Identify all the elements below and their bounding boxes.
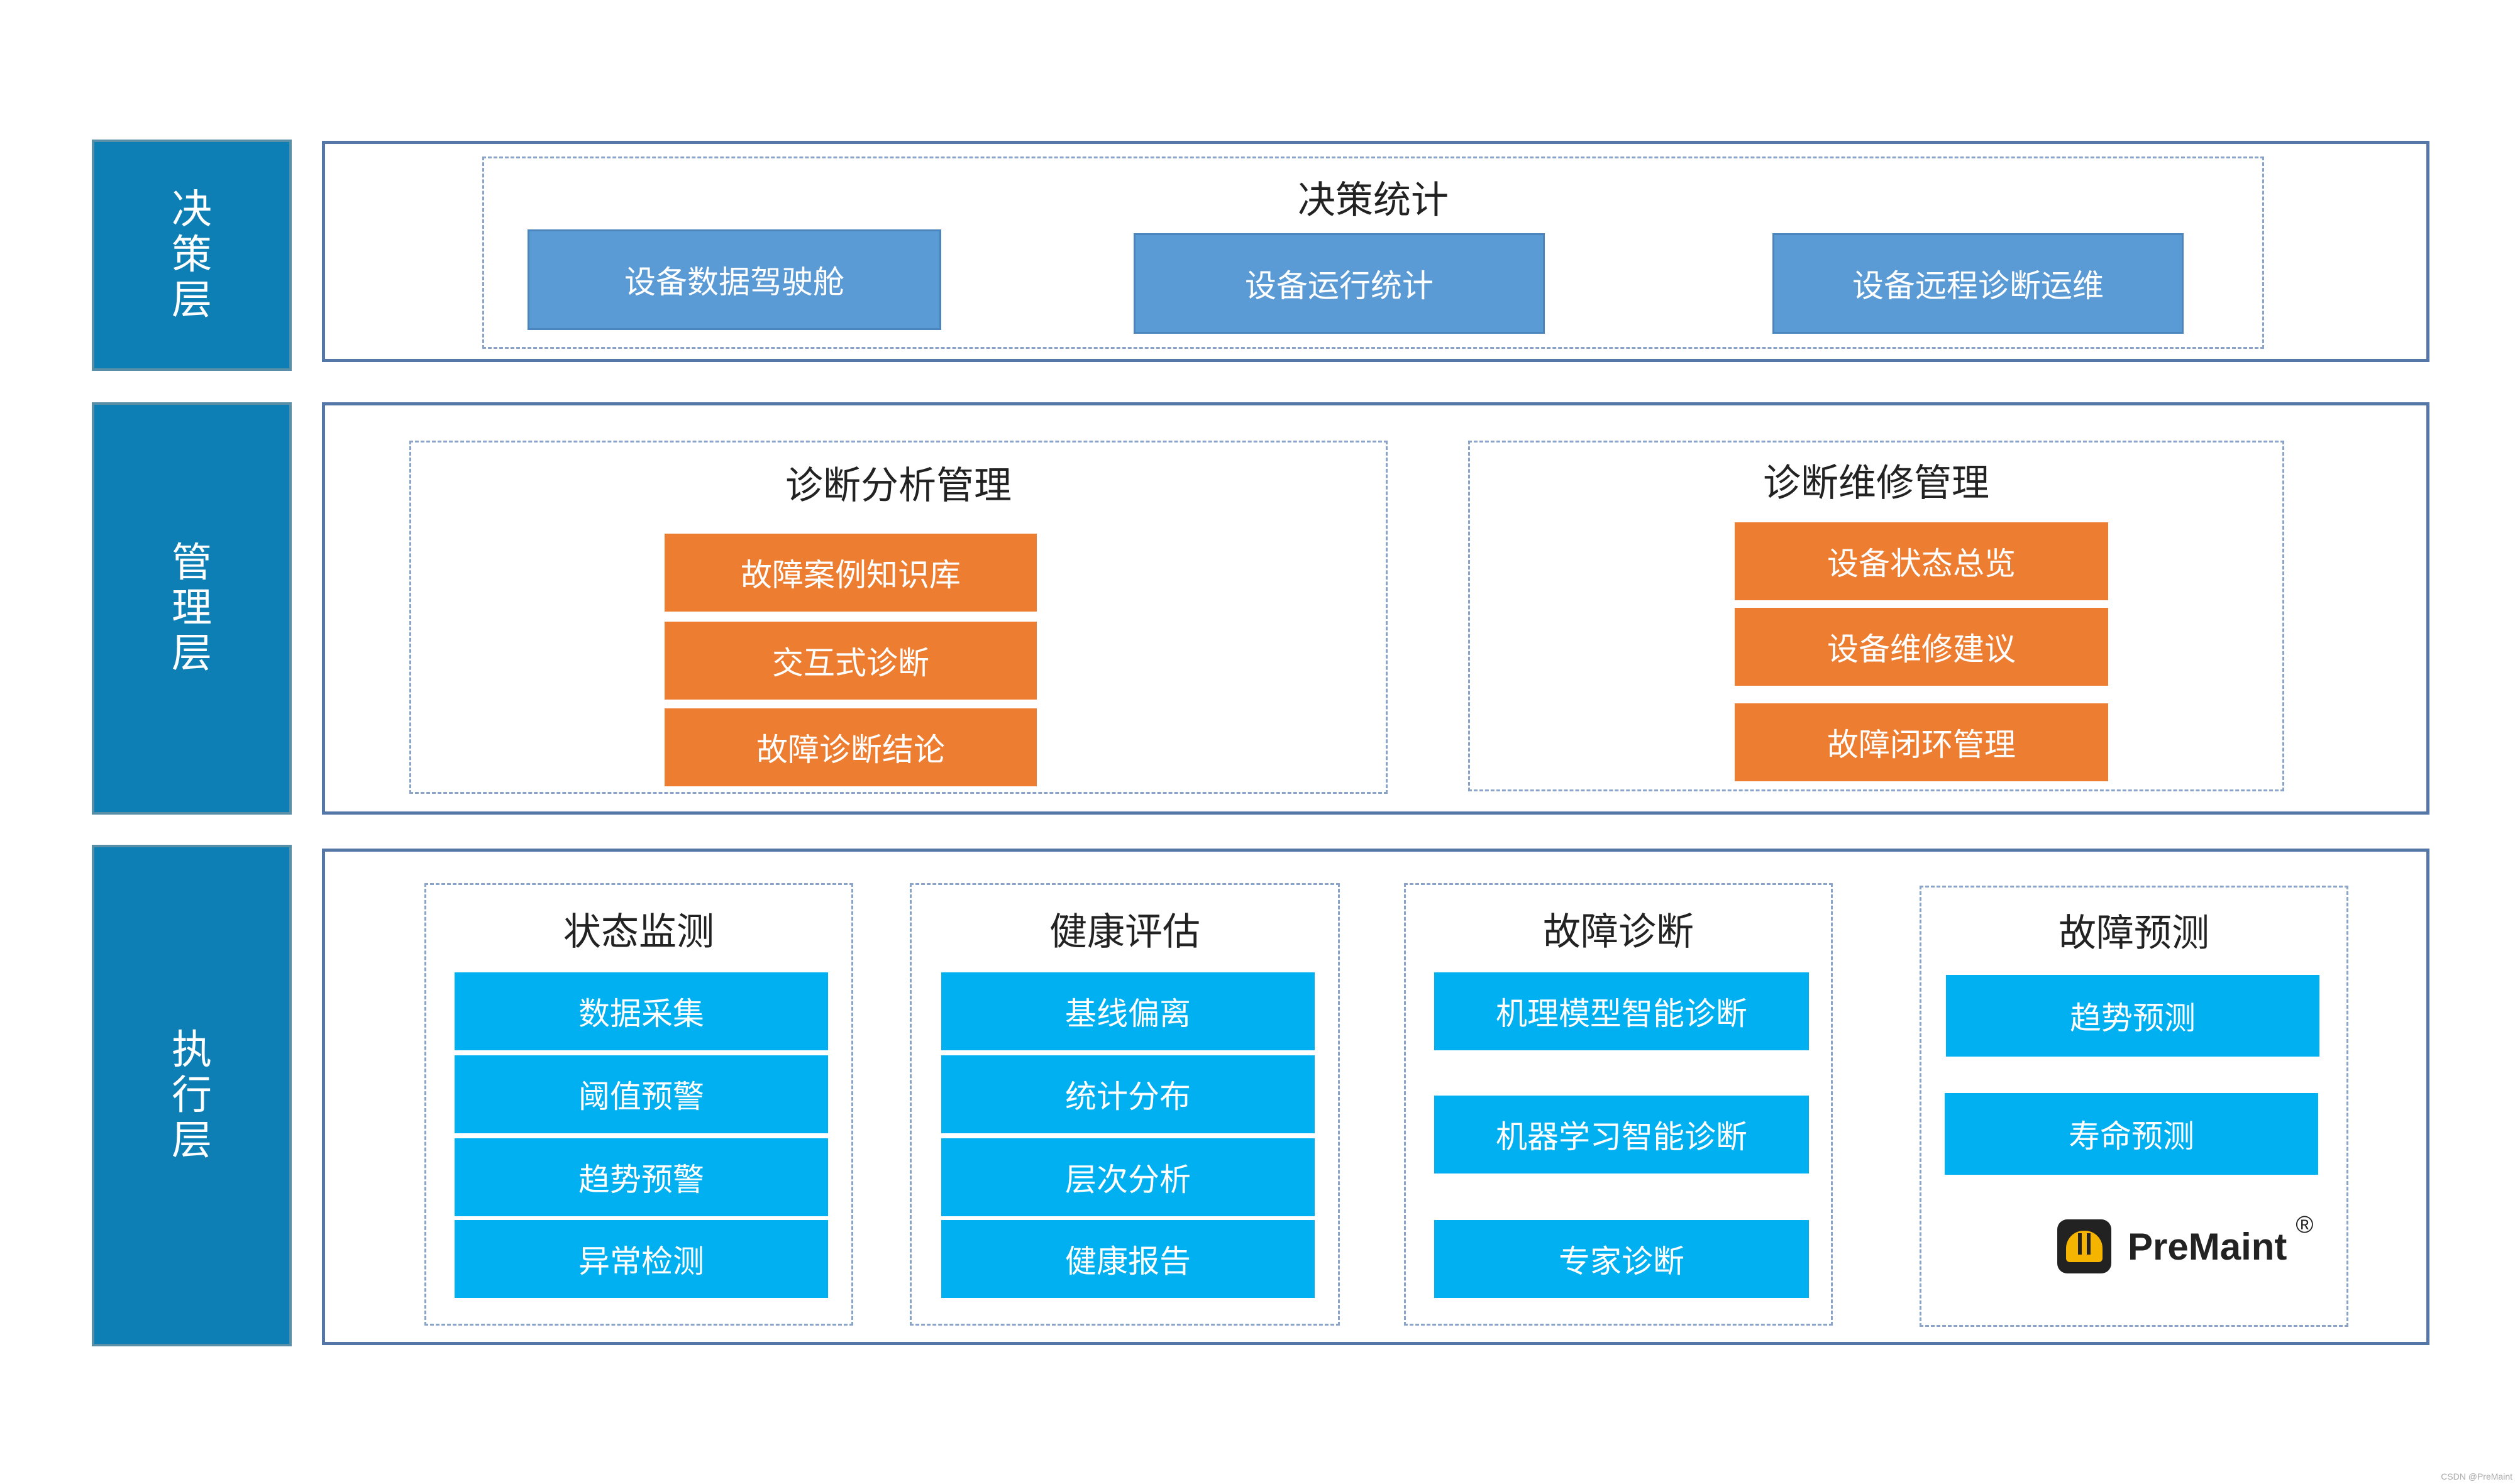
module-box[interactable]: 趋势预测 [1946, 975, 2319, 1057]
group-health-assessment: 健康评估 [910, 883, 1340, 1326]
module-box[interactable]: 层次分析 [941, 1138, 1315, 1216]
module-box[interactable]: 寿命预测 [1945, 1093, 2318, 1175]
logo-text: PreMaint [2128, 1225, 2287, 1268]
module-box[interactable]: 设备远程诊断运维 [1772, 233, 2184, 334]
group-decision-statistics: 决策统计 [482, 157, 2264, 349]
registered-mark: ® [2296, 1211, 2314, 1238]
module-box[interactable]: 专家诊断 [1434, 1220, 1809, 1298]
group-title: 状态监测 [563, 910, 714, 954]
premaint-logo: PreMaint ® [2057, 1212, 2313, 1273]
module-box[interactable]: 设备维修建议 [1735, 608, 2108, 686]
module-box[interactable]: 基线偏离 [941, 972, 1315, 1050]
module-box[interactable]: 异常检测 [455, 1220, 828, 1298]
management-layer-label: 管理层 [92, 402, 292, 815]
management-layer-label-text: 管理层 [172, 540, 212, 677]
watermark: CSDN @PreMaint [2441, 1471, 2512, 1481]
module-box[interactable]: 统计分布 [941, 1055, 1315, 1133]
group-diagnosis-maintenance-management: 诊断维修管理 [1468, 441, 2284, 791]
hard-hat-icon [2057, 1219, 2111, 1273]
group-title: 诊断维修管理 [1763, 461, 1989, 505]
execution-layer-label: 执行层 [92, 845, 292, 1346]
group-title: 故障诊断 [1543, 910, 1694, 954]
group-title: 健康评估 [1049, 910, 1200, 954]
module-box[interactable]: 交互式诊断 [665, 622, 1037, 700]
management-layer-panel: 诊断分析管理 故障案例知识库 交互式诊断 故障诊断结论 诊断维修管理 设备状态总… [322, 402, 2429, 815]
group-title: 故障预测 [2059, 911, 2209, 955]
group-title: 诊断分析管理 [785, 464, 1012, 508]
execution-layer-panel: 状态监测 数据采集 阈值预警 趋势预警 异常检测 健康评估 基线偏离 统计分布 … [322, 849, 2429, 1345]
group-title: 决策统计 [1298, 179, 1449, 223]
module-box[interactable]: 数据采集 [455, 972, 828, 1050]
module-box[interactable]: 设备数据驾驶舱 [528, 229, 941, 330]
group-condition-monitoring: 状态监测 [424, 883, 853, 1326]
module-box[interactable]: 故障闭环管理 [1735, 703, 2108, 781]
decision-layer-label-text: 决策层 [172, 187, 212, 324]
module-box[interactable]: 阈值预警 [455, 1055, 828, 1133]
module-box[interactable]: 设备运行统计 [1134, 233, 1545, 334]
group-fault-prediction: 故障预测 [1920, 886, 2348, 1327]
module-box[interactable]: 设备状态总览 [1735, 522, 2108, 600]
module-box[interactable]: 趋势预警 [455, 1138, 828, 1216]
execution-layer-label-text: 执行层 [172, 1027, 212, 1164]
group-diagnosis-analysis-management: 诊断分析管理 [409, 441, 1388, 794]
module-box[interactable]: 健康报告 [941, 1220, 1315, 1298]
group-fault-diagnosis: 故障诊断 [1404, 883, 1833, 1326]
decision-layer-panel: 决策统计 设备数据驾驶舱 设备运行统计 设备远程诊断运维 [322, 141, 2429, 362]
module-box[interactable]: 机理模型智能诊断 [1434, 972, 1809, 1050]
module-box[interactable]: 故障案例知识库 [665, 534, 1037, 612]
module-box[interactable]: 机器学习智能诊断 [1434, 1096, 1809, 1173]
decision-layer-label: 决策层 [92, 140, 292, 371]
module-box[interactable]: 故障诊断结论 [665, 708, 1037, 786]
